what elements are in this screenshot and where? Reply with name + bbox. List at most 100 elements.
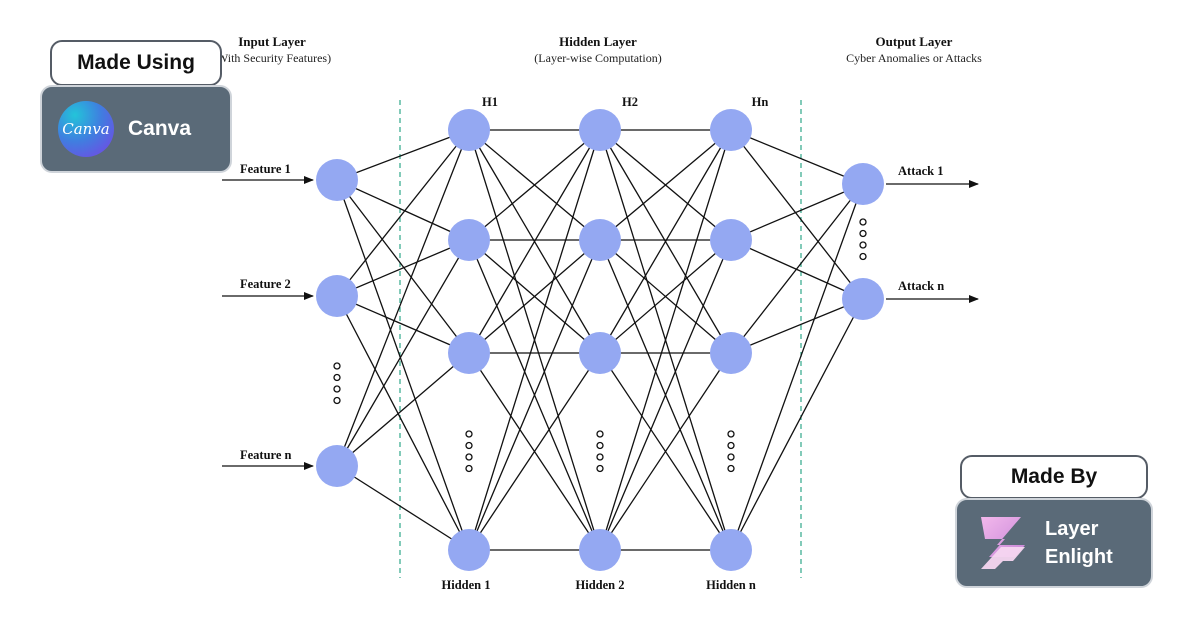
hidden-bottom-label-1: Hidden 1: [442, 578, 491, 592]
input-label-feature-n: Feature n: [240, 448, 292, 462]
layer-enlight-line2: Enlight: [1045, 546, 1113, 568]
ellipsis-dot-hn-3: [727, 453, 735, 461]
edge-h2-3-to-hn-1: [599, 129, 732, 354]
canva-name: Canva: [128, 117, 192, 140]
input-label-feature-1: Feature 1: [240, 162, 291, 176]
edge-input-3-to-h1-1: [336, 129, 470, 467]
node-h2-3: [579, 332, 621, 374]
edge-input-1-to-h1-1: [336, 129, 470, 181]
node-output-1: [842, 163, 884, 205]
edge-hn-1-to-output-2: [730, 129, 864, 300]
output-label-attack-n: Attack n: [898, 279, 944, 293]
edge-h1-3-to-h2-2: [468, 239, 601, 354]
canva-logo-icon: Canva: [58, 101, 114, 157]
edge-h2-2-to-hn-1: [599, 129, 732, 241]
node-h1-4: [448, 529, 490, 571]
ellipsis-dot-h2-1: [596, 430, 604, 438]
output-layer-title: Output Layer: [876, 34, 953, 49]
made-by-badge: Made By: [960, 455, 1148, 499]
hidden-layer-subtitle: (Layer-wise Computation): [534, 51, 661, 65]
ellipsis-dot-input-4: [333, 396, 341, 405]
edge-input-2-to-h1-1: [336, 129, 470, 297]
edge-hn-1-to-output-1: [730, 129, 864, 185]
ellipsis-dot-h1-3: [465, 453, 473, 461]
edge-input-3-to-h1-4: [336, 465, 470, 551]
edge-h1-4-to-h2-2: [468, 239, 601, 551]
edge-h1-4-to-h2-3: [468, 352, 601, 551]
output-layer-subtitle: Cyber Anomalies or Attacks: [846, 51, 982, 65]
edge-hn-4-to-output-1: [730, 183, 864, 551]
ellipsis-dot-h1-2: [465, 441, 473, 450]
edge-h2-4-to-hn-3: [599, 352, 732, 551]
edge-input-2-to-h1-4: [336, 295, 470, 551]
made-by-label: Made By: [1010, 465, 1098, 488]
node-h1-2: [448, 219, 490, 261]
edge-h2-3-to-hn-2: [599, 239, 732, 354]
node-h1-1: [448, 109, 490, 151]
node-hn-2: [710, 219, 752, 261]
hidden-layer-title: Hidden Layer: [559, 34, 637, 49]
edge-h1-3-to-h2-1: [468, 129, 601, 354]
edge-input-2-to-h1-3: [336, 295, 470, 354]
node-hn-4: [710, 529, 752, 571]
canva-logo-text: Canva: [62, 120, 110, 138]
ellipsis-dot-output-1: [859, 218, 867, 226]
edge-h1-2-to-h2-1: [468, 129, 601, 241]
hidden-bottom-label-n: Hidden n: [706, 578, 756, 592]
hidden-top-label-h1: H1: [482, 95, 498, 109]
node-input-1: [316, 159, 358, 201]
ellipsis-dot-hn-1: [727, 430, 735, 438]
ellipsis-dots: [333, 218, 867, 473]
ellipsis-dot-hn-4: [727, 464, 735, 473]
layer-enlight-card: Layer Enlight: [955, 498, 1153, 588]
ellipsis-dot-h2-3: [596, 453, 604, 461]
ellipsis-dot-output-2: [859, 229, 867, 238]
ellipsis-dot-output-3: [859, 241, 867, 249]
node-output-2: [842, 278, 884, 320]
made-using-label: Made Using: [77, 51, 195, 74]
node-input-3: [316, 445, 358, 487]
connection-edges: [336, 129, 864, 551]
edge-input-3-to-h1-3: [336, 352, 470, 467]
node-hn-3: [710, 332, 752, 374]
input-layer-subtitle: (With Security Features): [213, 51, 331, 65]
node-h2-2: [579, 219, 621, 261]
ellipsis-dot-input-1: [333, 362, 341, 370]
network-nodes: [316, 109, 884, 571]
edge-hn-4-to-output-2: [730, 298, 864, 551]
edge-h1-4-to-h2-1: [468, 129, 601, 551]
input-layer-title: Input Layer: [238, 34, 306, 49]
edge-hn-3-to-output-1: [730, 183, 864, 354]
input-label-feature-2: Feature 2: [240, 277, 291, 291]
layer-enlight-logo-icon: [981, 517, 1025, 569]
hidden-bottom-label-2: Hidden 2: [576, 578, 625, 592]
hidden-top-label-hn: Hn: [752, 95, 769, 109]
edge-input-1-to-h1-4: [336, 179, 470, 551]
edge-input-1-to-h1-3: [336, 179, 470, 354]
ellipsis-dot-input-3: [333, 385, 341, 393]
edge-input-2-to-h1-2: [336, 239, 470, 297]
node-h2-1: [579, 109, 621, 151]
ellipsis-dot-h2-2: [596, 441, 604, 450]
edge-hn-2-to-output-1: [730, 183, 864, 241]
ellipsis-dot-h2-4: [596, 464, 604, 473]
layer-enlight-name: Layer Enlight: [1045, 515, 1113, 571]
edge-h2-4-to-hn-2: [599, 239, 732, 551]
node-hn-1: [710, 109, 752, 151]
ellipsis-dot-input-2: [333, 373, 341, 382]
edge-input-3-to-h1-2: [336, 239, 470, 467]
node-h1-3: [448, 332, 490, 374]
ellipsis-dot-h1-1: [465, 430, 473, 438]
ellipsis-dot-h1-4: [465, 464, 473, 473]
node-input-2: [316, 275, 358, 317]
ellipsis-dot-hn-2: [727, 441, 735, 450]
layer-enlight-line1: Layer: [1045, 518, 1099, 540]
node-h2-4: [579, 529, 621, 571]
edge-hn-3-to-output-2: [730, 298, 864, 354]
edge-h2-4-to-hn-1: [599, 129, 732, 551]
output-label-attack-1: Attack 1: [898, 164, 943, 178]
edge-input-1-to-h1-2: [336, 179, 470, 241]
hidden-top-label-h2: H2: [622, 95, 638, 109]
made-using-badge: Made Using: [50, 40, 222, 86]
